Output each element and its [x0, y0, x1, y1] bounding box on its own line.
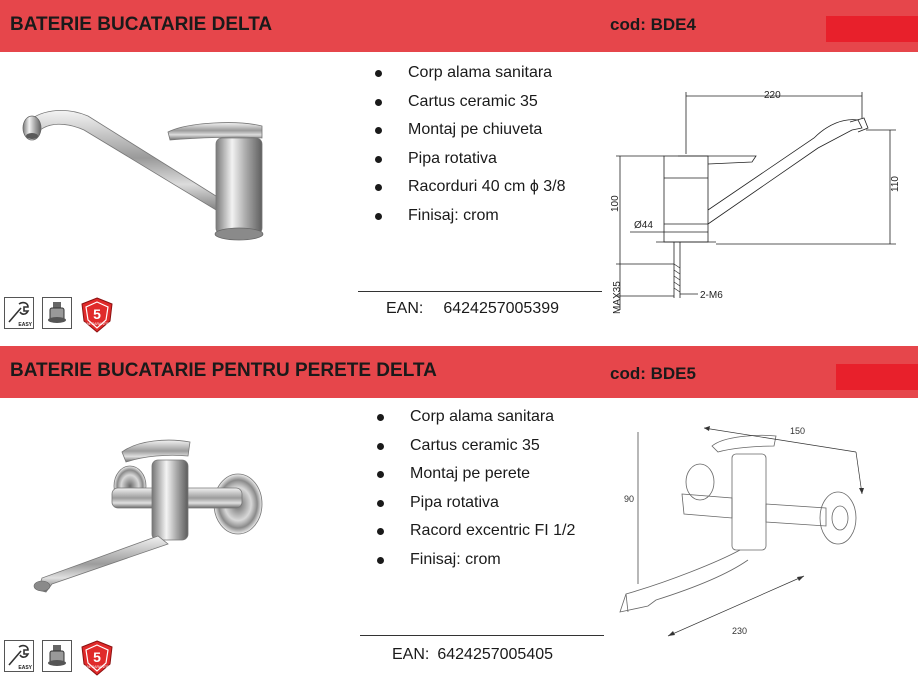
ean-divider: [358, 291, 602, 292]
dim-height-left: 100: [610, 195, 621, 212]
feature-item: Montaj pe chiuveta: [374, 119, 565, 148]
badge-row: EASY 5 ANI GARANTIE: [4, 640, 114, 676]
cartridge-icon: [42, 640, 72, 672]
warranty-years: 5: [93, 306, 101, 322]
feature-item: Finisaj: crom: [376, 549, 575, 578]
ean-label: EAN:: [386, 300, 424, 317]
ean-code: EAN: 6424257005405: [392, 646, 553, 664]
feature-item: Pipa rotativa: [374, 148, 565, 177]
feature-list: Corp alama sanitara Cartus ceramic 35 Mo…: [376, 406, 575, 577]
easy-install-icon: EASY: [4, 640, 34, 672]
feature-item: Finisaj: crom: [374, 205, 565, 234]
dim-height-right: 110: [890, 176, 901, 192]
cartridge-icon: [42, 297, 72, 329]
product-title: BATERIE BUCATARIE PENTRU PERETE DELTA: [10, 360, 437, 381]
warranty-icon: 5 ANI GARANTIE: [80, 297, 114, 333]
dim-thread: 2-M6: [700, 290, 723, 301]
technical-drawing: 220 110 100 Ø44 MAX35 2-M6: [610, 90, 901, 314]
faucet-photo: [33, 439, 263, 593]
dim-max: MAX35: [612, 281, 623, 314]
ean-divider: [360, 635, 604, 636]
ean-value: 6424257005405: [437, 646, 554, 663]
easy-label: EASY: [18, 322, 32, 328]
feature-item: Cartus ceramic 35: [374, 91, 565, 120]
red-accent-block: [826, 16, 918, 42]
warranty-text: ANI GARANTIE: [85, 322, 110, 326]
easy-install-icon: EASY: [4, 297, 34, 329]
warranty-icon: 5 ANI GARANTIE: [80, 640, 114, 676]
red-accent-block: [836, 364, 918, 390]
feature-item: Cartus ceramic 35: [376, 435, 575, 464]
dim-diameter: Ø44: [634, 220, 653, 231]
product-code: cod: BDE5: [610, 364, 696, 383]
dim-width-bottom: 230: [732, 626, 747, 636]
easy-label: EASY: [18, 665, 32, 671]
ean-value: 6424257005399: [443, 300, 560, 317]
header-bar: [0, 0, 918, 52]
product-code: cod: BDE4: [610, 15, 696, 34]
product-section-bde4: BATERIE BUCATARIE DELTA cod: BDE4: [0, 0, 918, 340]
ean-code: EAN: 6424257005399: [386, 300, 559, 318]
feature-item: Corp alama sanitara: [374, 62, 565, 91]
dim-height-left: 90: [624, 494, 634, 504]
technical-drawing: 150 90 230: [619, 426, 864, 637]
feature-item: Racord excentric FI 1/2: [376, 520, 575, 549]
dim-width-top: 150: [790, 426, 805, 436]
feature-item: Montaj pe perete: [376, 463, 575, 492]
feature-item: Pipa rotativa: [376, 492, 575, 521]
badge-row: EASY 5 ANI GARANTIE: [4, 297, 114, 333]
ean-label: EAN:: [392, 646, 430, 663]
feature-list: Corp alama sanitara Cartus ceramic 35 Mo…: [374, 62, 565, 233]
dim-width: 220: [764, 90, 781, 101]
product-title: BATERIE BUCATARIE DELTA: [10, 14, 273, 35]
faucet-photo: [22, 110, 264, 241]
feature-item: Corp alama sanitara: [376, 406, 575, 435]
feature-item: Racorduri 40 cm ϕ 3/8: [374, 176, 565, 205]
warranty-text: ANI GARANTIE: [85, 665, 110, 669]
warranty-years: 5: [93, 649, 101, 665]
product-section-bde5: BATERIE BUCATARIE PENTRU PERETE DELTA co…: [0, 346, 918, 684]
header-bar: [0, 346, 918, 398]
